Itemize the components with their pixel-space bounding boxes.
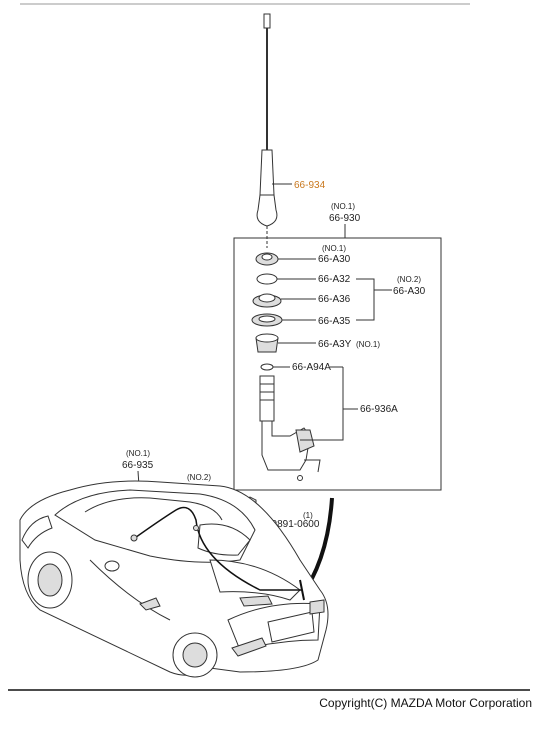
label-66-935-no1[interactable]: 66-935: [122, 460, 154, 471]
bracket-66-a30-no2: [356, 278, 392, 321]
bracket-66-936a: [300, 367, 344, 441]
label-66-930[interactable]: 66-930: [329, 213, 361, 224]
label-66-a94a[interactable]: 66-A94A: [292, 362, 331, 373]
part-66-936a-drawing: [259, 375, 321, 481]
label-66-a30-qualifier: (NO.1): [322, 244, 346, 253]
copyright-text: Copyright(C) MAZDA Motor Corporation: [319, 696, 532, 710]
assembly-box: [233, 237, 442, 491]
label-66-a30-no2[interactable]: 66-A30: [393, 286, 426, 297]
car-drawing: [19, 480, 329, 678]
label-nut-qty: (1): [303, 511, 313, 520]
label-66-a35[interactable]: 66-A35: [318, 316, 351, 327]
label-66-934[interactable]: 66-934: [294, 180, 326, 191]
part-66-a35-drawing: [251, 313, 283, 327]
antenna-mast-drawing: [256, 13, 278, 248]
label-66-a30-no2-qualifier: (NO.2): [397, 275, 421, 284]
label-66-930-qualifier: (NO.1): [331, 202, 355, 211]
label-66-a3y[interactable]: 66-A3Y: [318, 339, 352, 350]
label-66-935-no2-qualifier: (NO.2): [187, 473, 211, 482]
label-66-935-no1-qualifier: (NO.1): [126, 449, 150, 458]
label-66-a32[interactable]: 66-A32: [318, 274, 351, 285]
label-66-936a[interactable]: 66-936A: [360, 404, 398, 415]
part-66-a94a-drawing: [260, 363, 274, 371]
label-nut[interactable]: 99891-0600: [266, 519, 320, 530]
part-66-a3y-drawing: [255, 333, 279, 353]
part-66-a30-drawing: [255, 252, 279, 266]
label-66-a30[interactable]: 66-A30: [318, 254, 351, 265]
label-66-a3y-qualifier: (NO.1): [356, 340, 380, 349]
label-66-a36[interactable]: 66-A36: [318, 294, 351, 305]
part-66-a32-drawing: [256, 273, 278, 285]
part-66-a36-drawing: [252, 293, 282, 308]
